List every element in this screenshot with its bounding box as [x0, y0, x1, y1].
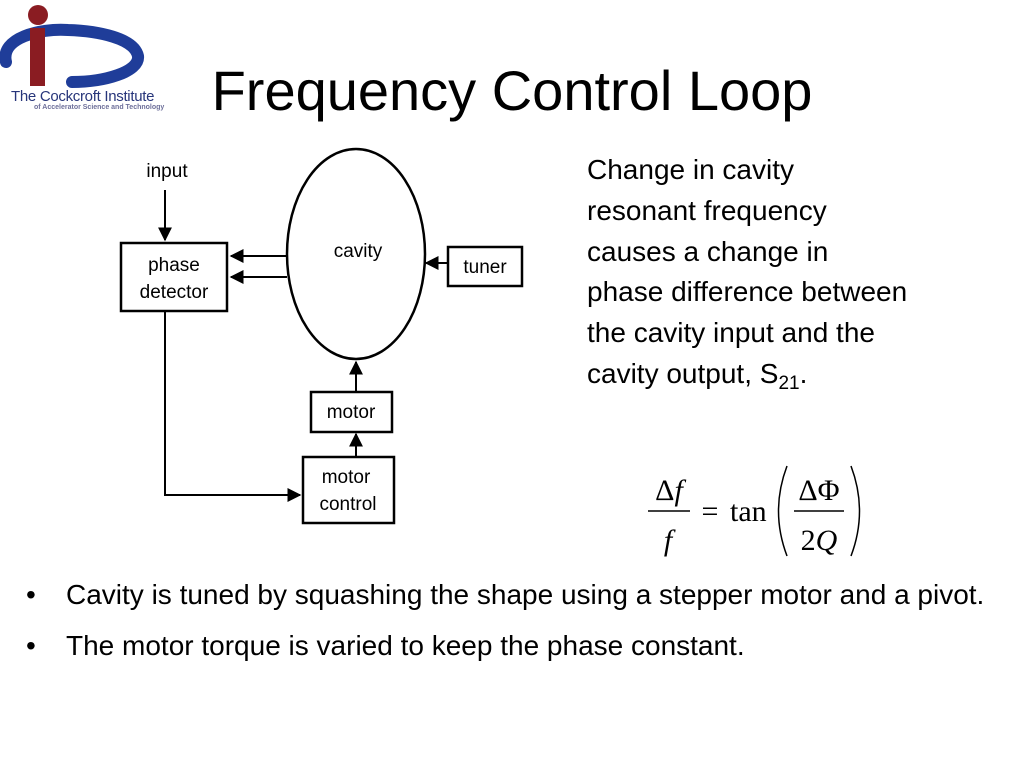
bullet-marker: •: [26, 579, 36, 610]
list-item: • Cavity is tuned by squashing the shape…: [26, 575, 986, 615]
bullet-text: The motor torque is varied to keep the p…: [66, 630, 745, 661]
logo-emblem-icon: [0, 5, 144, 88]
description-text: Change in cavity resonant frequency caus…: [587, 150, 1007, 395]
bullet-marker: •: [26, 630, 36, 661]
description-line: the cavity input and the: [587, 317, 875, 349]
page-title: Frequency Control Loop: [211, 59, 813, 122]
cavity-label: cavity: [334, 241, 383, 262]
frequency-control-loop-diagram: input phase detector cavity tuner motor …: [119, 147, 524, 525]
tan-function: tan: [730, 495, 767, 528]
detector-to-control-arrow: [164, 311, 302, 502]
motor-label: motor: [327, 402, 376, 423]
phase-detector-label-line2: detector: [140, 282, 209, 303]
rhs-denominator: 2Q: [801, 524, 838, 557]
description-line: causes a change in: [587, 235, 829, 267]
equals-sign: =: [702, 495, 719, 528]
frequency-phase-equation: Δf f = tan ΔΦ 2Q: [648, 465, 861, 557]
phase-detector-box: [119, 241, 229, 313]
logo-tagline: of Accelerator Science and Technology: [34, 104, 165, 111]
tuner-box: [446, 245, 524, 288]
bullet-text: Cavity is tuned by squashing the shape u…: [66, 579, 985, 610]
input-label: input: [146, 161, 188, 182]
description-period: .: [799, 357, 808, 389]
motor-control-label-line2: control: [319, 494, 376, 515]
cavity-shape: [285, 147, 427, 361]
tuner-label: tuner: [463, 257, 507, 278]
rhs-numerator: ΔΦ: [798, 474, 839, 507]
lhs-denominator: f: [664, 524, 676, 557]
bullet-list: • Cavity is tuned by squashing the shape…: [26, 575, 986, 677]
s21-subscript: 21: [778, 372, 800, 394]
motor-control-box: [301, 455, 396, 525]
left-parenthesis: [777, 465, 788, 557]
list-item: • The motor torque is varied to keep the…: [26, 626, 986, 666]
logo-name: The Cockcroft Institute: [11, 88, 155, 105]
motor-box: [309, 390, 394, 434]
description-line: resonant frequency: [587, 194, 827, 226]
lhs-numerator: Δf: [655, 474, 686, 507]
description-line: phase difference between: [587, 276, 908, 308]
phase-detector-label-line1: phase: [148, 255, 200, 276]
description-line: cavity output, S: [587, 357, 779, 389]
description-line: Change in cavity: [587, 154, 795, 185]
motor-control-label-line1: motor: [322, 467, 371, 488]
cockcroft-institute-logo: The Cockcroft Institute of Accelerator S…: [0, 0, 200, 125]
right-parenthesis: [850, 465, 861, 557]
